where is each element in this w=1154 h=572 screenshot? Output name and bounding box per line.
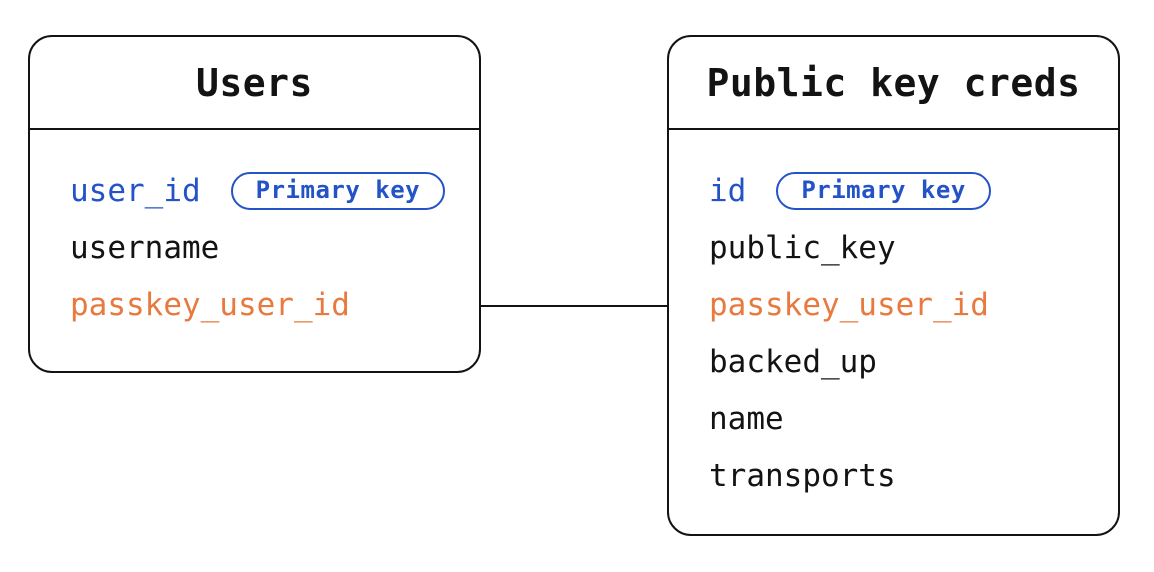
field-name-username: username [70, 229, 220, 266]
table-title-users: Users [30, 37, 479, 130]
field-name-passkey-user-id: passkey_user_id [709, 286, 989, 323]
field-name-backed-up: backed_up [709, 343, 877, 380]
field-row-user-id: user_id Primary key [70, 162, 479, 219]
table-fields-users: user_id Primary key username passkey_use… [30, 130, 479, 333]
field-name-name: name [709, 400, 784, 437]
field-name-user-id: user_id [70, 172, 201, 209]
primary-key-badge: Primary key [230, 171, 446, 210]
field-row-public-key: public_key [709, 219, 1118, 276]
field-row-username: username [70, 219, 479, 276]
table-title-public-key-creds: Public key creds [669, 37, 1118, 130]
table-fields-public-key-creds: id Primary key public_key passkey_user_i… [669, 130, 1118, 504]
field-row-backed-up: backed_up [709, 333, 1118, 390]
table-node-users: Users user_id Primary key username passk… [28, 35, 481, 373]
field-row-transports: transports [709, 447, 1118, 504]
field-row-passkey-user-id: passkey_user_id [709, 276, 1118, 333]
field-row-name: name [709, 390, 1118, 447]
field-name-public-key: public_key [709, 229, 896, 266]
field-row-passkey-user-id: passkey_user_id [70, 276, 479, 333]
relationship-connector-line [479, 305, 668, 307]
table-node-public-key-creds: Public key creds id Primary key public_k… [667, 35, 1120, 536]
field-name-passkey-user-id: passkey_user_id [70, 286, 350, 323]
field-name-transports: transports [709, 457, 896, 494]
primary-key-badge: Primary key [776, 171, 991, 210]
field-row-id: id Primary key [709, 162, 1118, 219]
field-name-id: id [709, 172, 747, 209]
